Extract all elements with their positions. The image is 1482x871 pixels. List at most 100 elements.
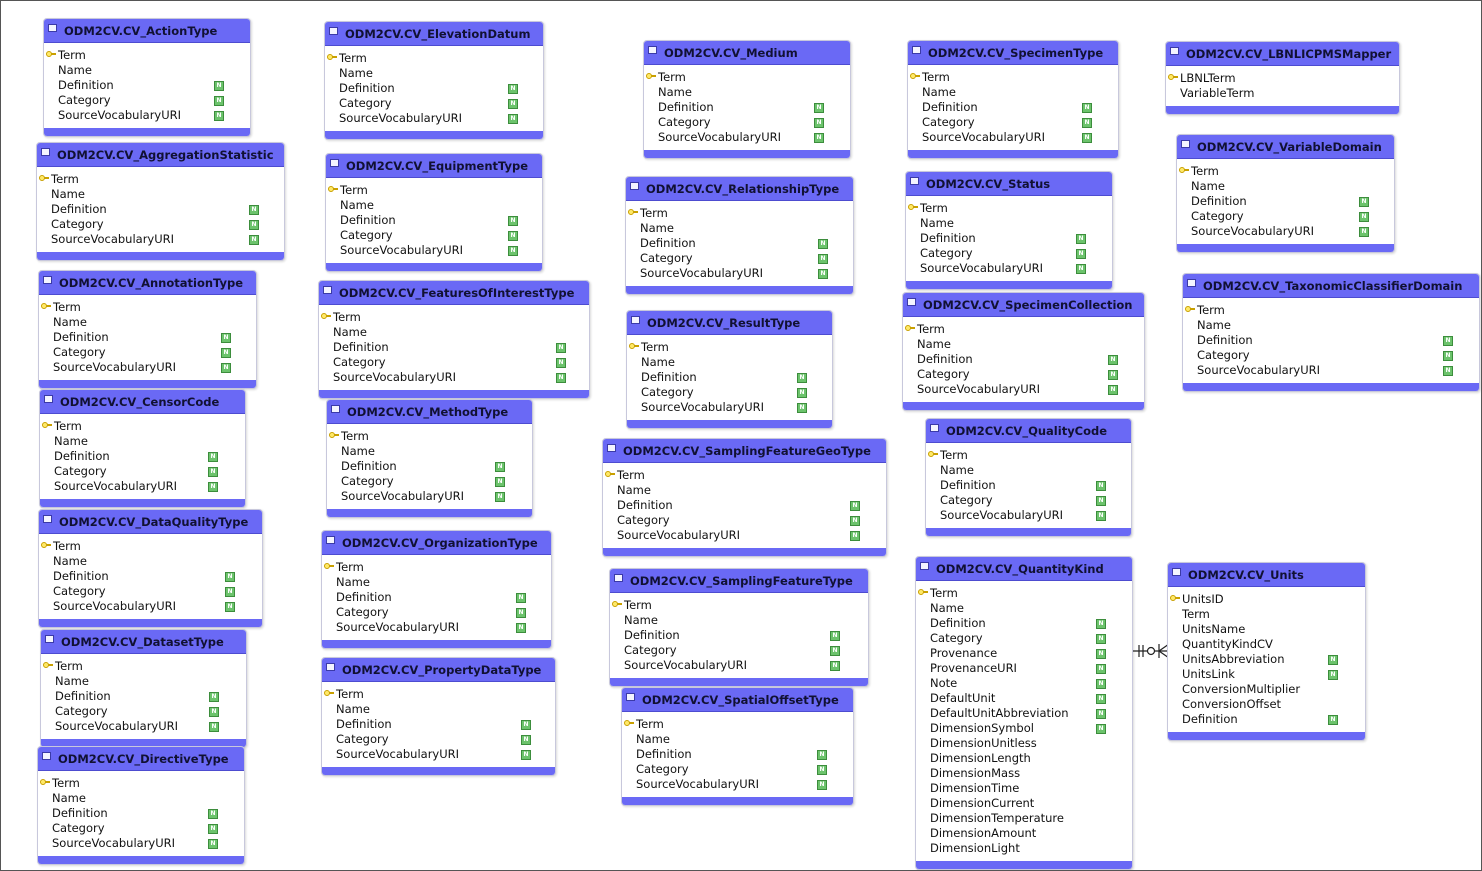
column-row[interactable]: Name — [610, 613, 868, 628]
column-row[interactable]: Term — [319, 310, 589, 325]
column-row[interactable]: Term — [327, 429, 532, 444]
table-header[interactable]: ODM2CV.CV_VariableDomain — [1177, 135, 1394, 159]
column-row[interactable]: DimensionAmount — [916, 826, 1132, 841]
column-row[interactable]: Name — [39, 315, 256, 330]
column-row[interactable]: Term — [626, 206, 853, 221]
column-row[interactable]: Term — [1168, 607, 1365, 622]
column-row[interactable]: Term — [610, 598, 868, 613]
table-header[interactable]: ODM2CV.CV_SamplingFeatureType — [610, 569, 868, 593]
table-header[interactable]: ODM2CV.CV_MethodType — [327, 400, 532, 424]
column-row[interactable]: DimensionLight — [916, 841, 1132, 856]
column-row[interactable]: Term — [322, 687, 555, 702]
table-header[interactable]: ODM2CV.CV_Medium — [644, 41, 850, 65]
column-row[interactable]: Term — [903, 322, 1144, 337]
column-row[interactable]: Name — [325, 66, 543, 81]
column-row[interactable]: Term — [39, 539, 262, 554]
column-row[interactable]: ConversionOffset — [1168, 697, 1365, 712]
column-row[interactable]: LBNLTerm — [1166, 71, 1399, 86]
column-row[interactable]: DimensionTime — [916, 781, 1132, 796]
table-header[interactable]: ODM2CV.CV_AnnotationType — [39, 271, 256, 295]
column-row[interactable]: Name — [322, 702, 555, 717]
column-row[interactable]: Term — [40, 419, 245, 434]
column-row[interactable]: QuantityKindCV — [1168, 637, 1365, 652]
column-row[interactable]: Name — [322, 575, 551, 590]
column-row[interactable]: UnitsID — [1168, 592, 1365, 607]
column-row[interactable]: Term — [627, 340, 832, 355]
column-row[interactable]: Name — [40, 434, 245, 449]
table-header[interactable]: ODM2CV.CV_EquipmentType — [326, 154, 542, 178]
table-header[interactable]: ODM2CV.CV_Status — [906, 172, 1112, 196]
table-header[interactable]: ODM2CV.CV_SpecimenType — [908, 41, 1118, 65]
table-header[interactable]: ODM2CV.CV_SamplingFeatureGeoType — [603, 439, 886, 463]
column-row[interactable]: Term — [644, 70, 850, 85]
column-row[interactable]: Term — [39, 300, 256, 315]
table-header[interactable]: ODM2CV.CV_TaxonomicClassifierDomain — [1183, 274, 1479, 298]
table-header[interactable]: ODM2CV.CV_DirectiveType — [38, 747, 244, 771]
column-row[interactable]: Name — [38, 791, 244, 806]
column-row[interactable]: Name — [39, 554, 262, 569]
column-row[interactable]: Name — [37, 187, 284, 202]
column-row[interactable]: Name — [41, 674, 246, 689]
table-header[interactable]: ODM2CV.CV_FeaturesOfInterestType — [319, 281, 589, 305]
table-header[interactable]: ODM2CV.CV_DataQualityType — [39, 510, 262, 534]
column-row[interactable]: Term — [44, 48, 250, 63]
column-row[interactable]: DimensionCurrent — [916, 796, 1132, 811]
column-row[interactable]: Name — [626, 221, 853, 236]
column-row[interactable]: Term — [916, 586, 1132, 601]
column-row[interactable]: Term — [1177, 164, 1394, 179]
